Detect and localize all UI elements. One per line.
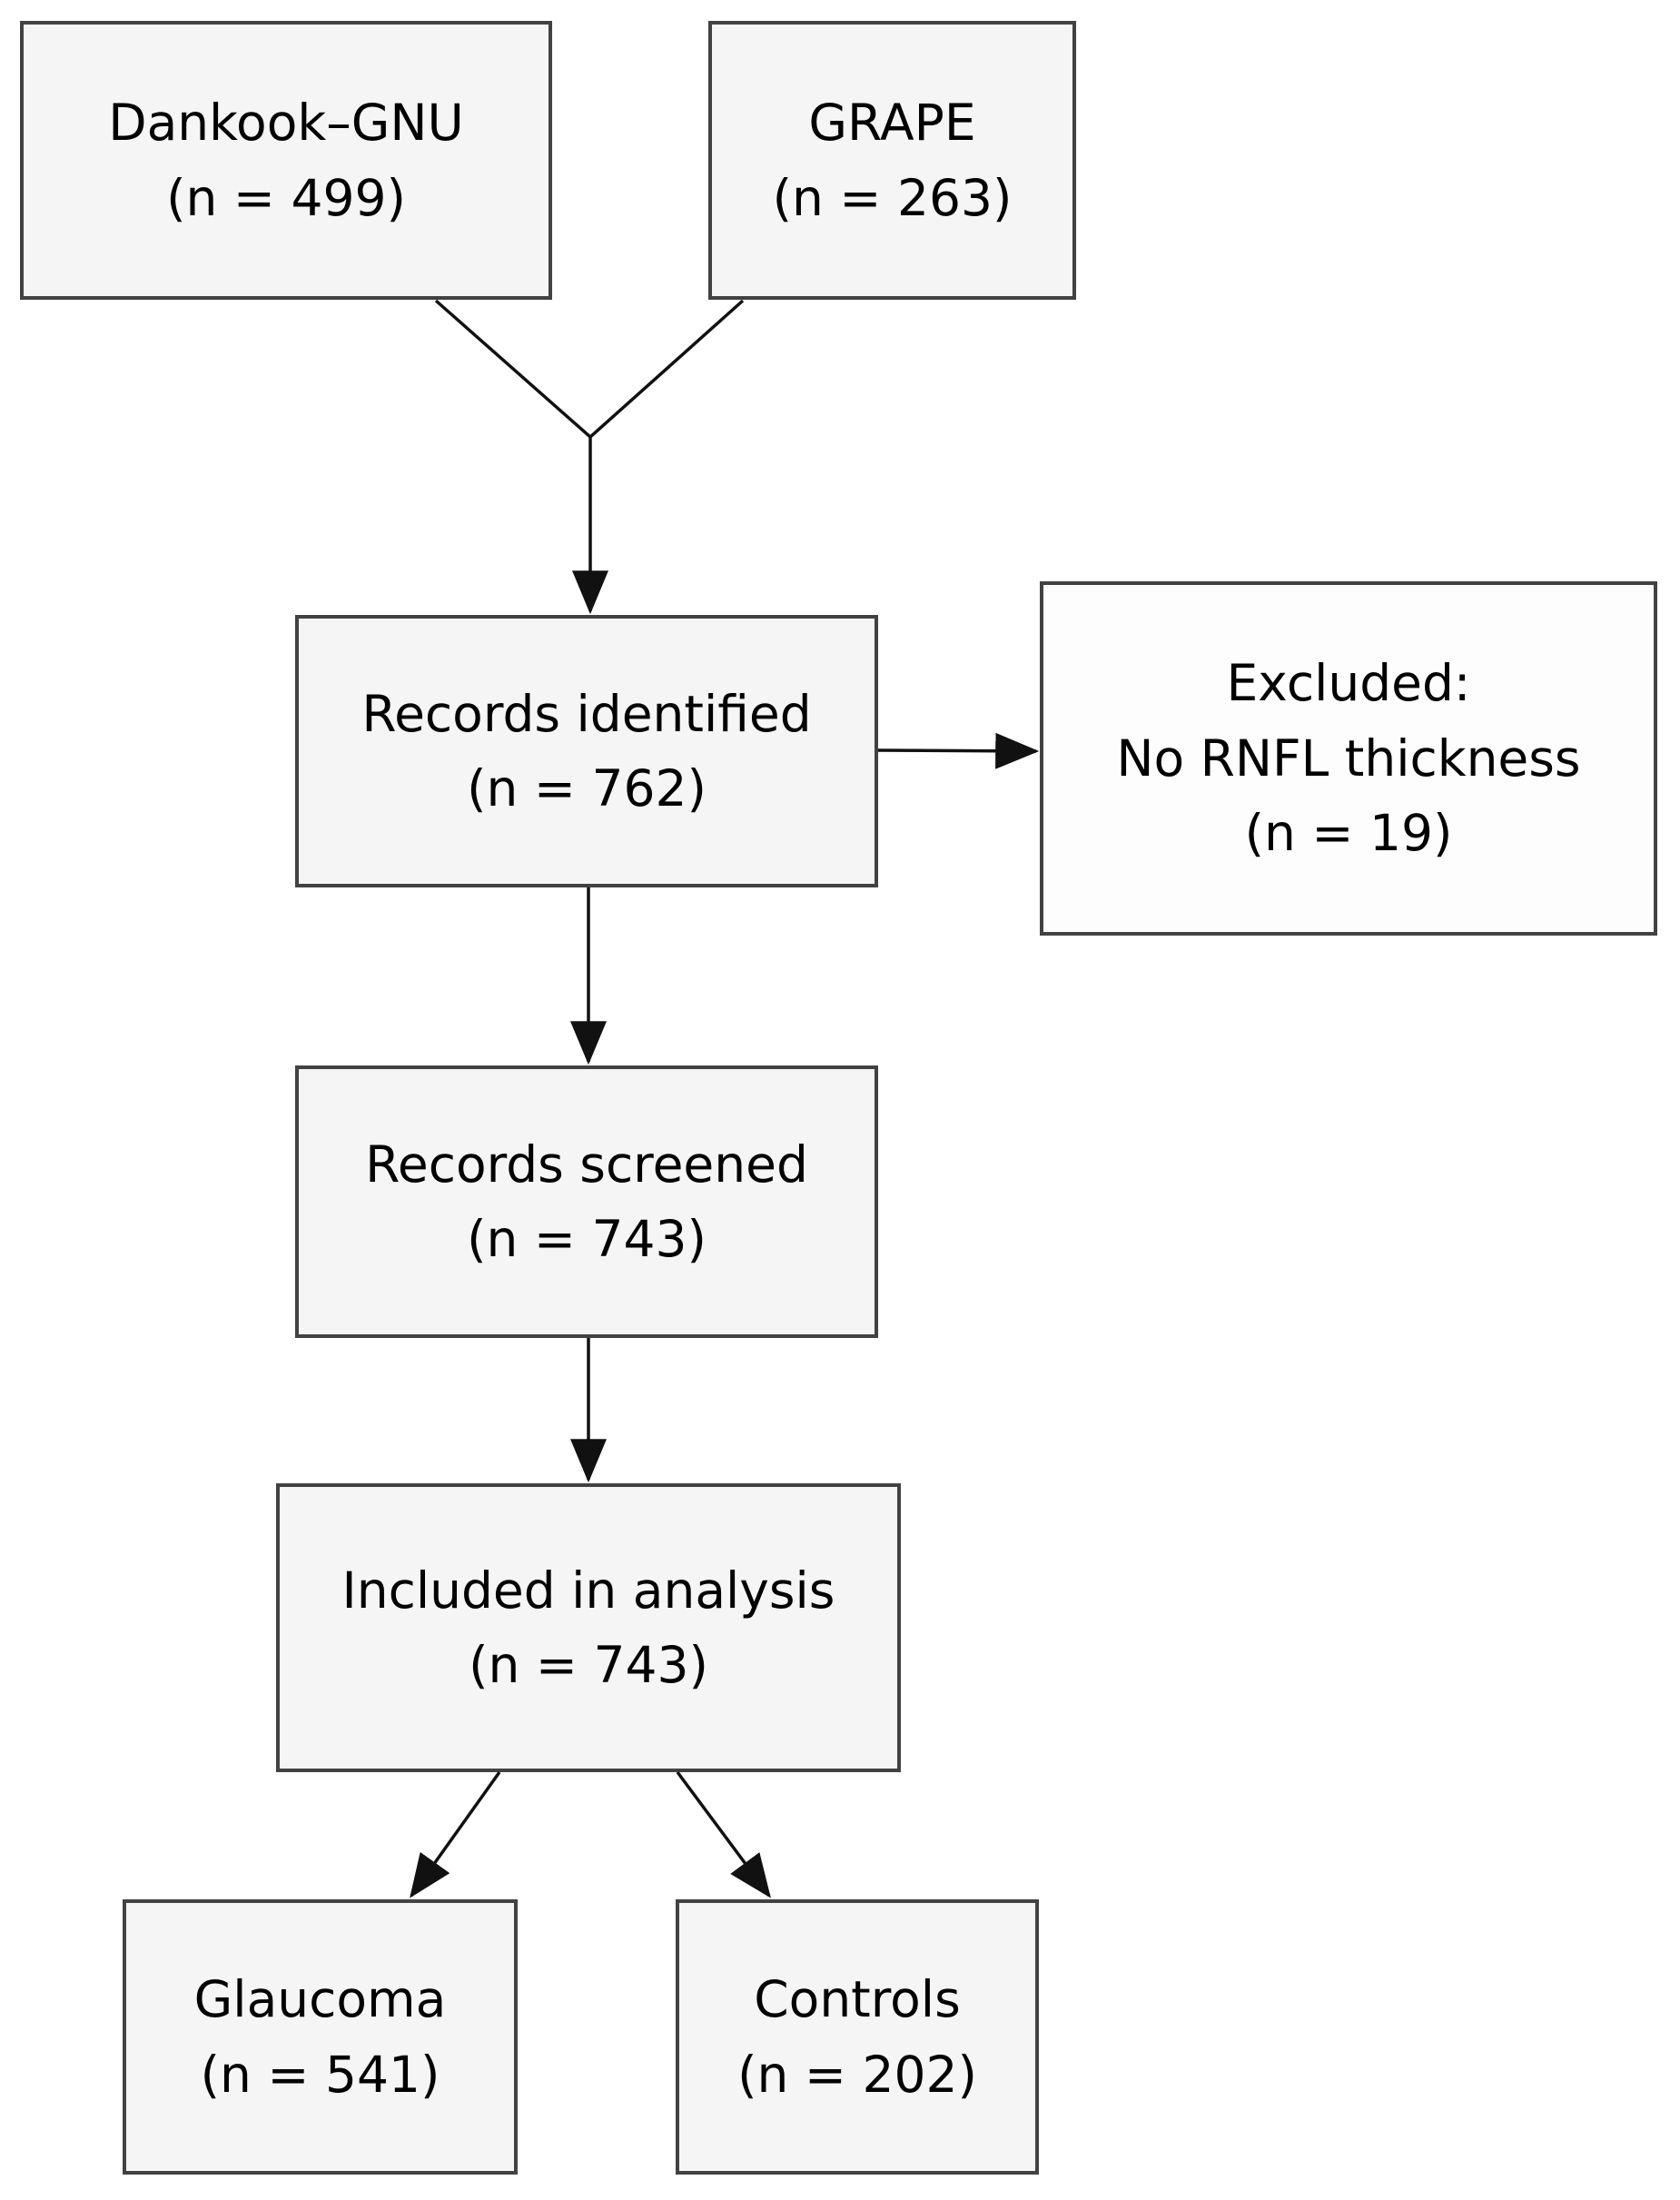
included-in-analysis-box: Included in analysis (n = 743) [276,1483,901,1772]
records-identified-label: Records identified [361,684,812,743]
dankook-gnu-count: (n = 499) [166,168,406,227]
records-identified-count: (n = 762) [467,759,707,818]
grape-count: (n = 263) [772,168,1013,227]
glaucoma-box: Glaucoma (n = 541) [123,1899,518,2175]
records-identified-box: Records identified (n = 762) [295,615,878,887]
dankook-gnu-box: Dankook–GNU (n = 499) [20,21,552,300]
dankook-gnu-label: Dankook–GNU [108,94,464,152]
excluded-count: (n = 19) [1244,804,1453,863]
records-screened-label: Records screened [365,1135,808,1194]
included-in-analysis-label: Included in analysis [341,1561,835,1620]
controls-box: Controls (n = 202) [676,1899,1039,2175]
grape-box: GRAPE (n = 263) [708,21,1076,300]
connector-merge-v [434,299,745,440]
grape-label: GRAPE [808,94,976,152]
glaucoma-label: Glaucoma [193,1970,447,2028]
included-in-analysis-count: (n = 743) [469,1636,708,1694]
excluded-box: Excluded: No RNFL thickness (n = 19) [1040,581,1657,936]
connector-included-to-controls-arrow [676,1770,771,1898]
glaucoma-count: (n = 541) [200,2045,440,2104]
records-screened-count: (n = 743) [467,1210,707,1268]
excluded-label: Excluded: [1226,654,1471,713]
controls-label: Controls [754,1970,961,2028]
excluded-reason: No RNFL thickness [1116,728,1581,788]
connector-identified-to-excluded-arrow [877,732,1040,769]
controls-count: (n = 202) [737,2045,977,2104]
connector-included-to-glaucoma-arrow [410,1770,501,1898]
records-screened-box: Records screened (n = 743) [295,1065,878,1338]
